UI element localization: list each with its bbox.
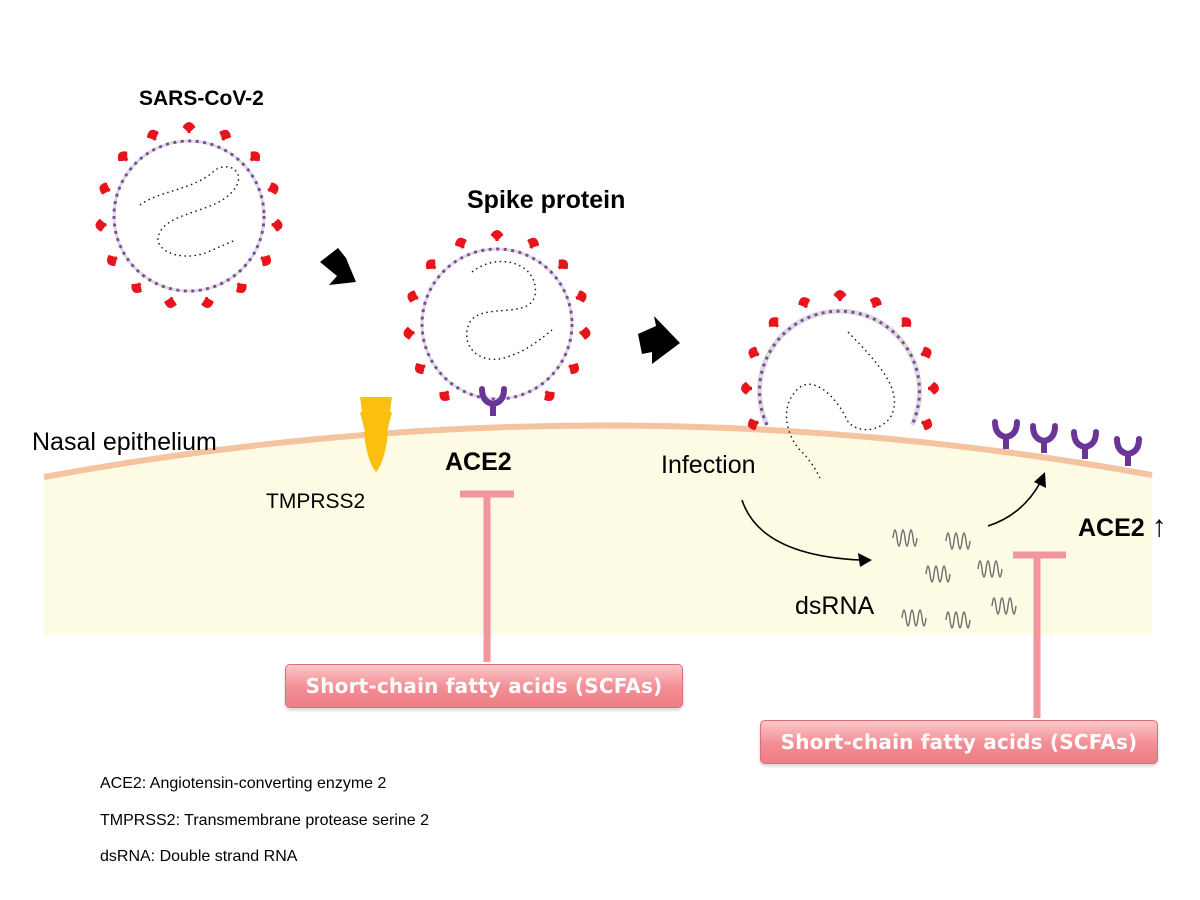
spike-protein (257, 251, 274, 269)
dsrna-label: dsRNA (795, 592, 875, 620)
spike-protein (270, 218, 284, 233)
spike-protein (128, 279, 146, 296)
spike-protein (144, 127, 162, 143)
spike-protein (524, 235, 542, 251)
infection-label: Infection (661, 451, 756, 479)
legend-entry-tmprss2: TMPRSS2: Transmembrane protease serine 2 (100, 812, 430, 829)
spike-protein (833, 290, 847, 301)
spike-protein (919, 415, 935, 433)
up-arrow-icon: ↑ (1151, 510, 1167, 543)
spike-protein (402, 326, 416, 341)
ace2-upregulated-label: ACE2 ↑ (1078, 512, 1167, 542)
nasal-epithelium-cell (44, 425, 1152, 635)
virus-label: SARS-CoV-2 (139, 87, 264, 110)
ace2-receptor-upregulated-2 (1033, 426, 1055, 453)
scfa-box-1: Short-chain fatty acids (SCFAs) (285, 664, 683, 708)
spike-protein (796, 294, 813, 311)
spike-protein (565, 359, 582, 377)
ace2-label: ACE2 (445, 448, 512, 476)
progression-arrow-2 (638, 316, 680, 364)
infection-arrow (741, 499, 861, 561)
viral-rna (139, 166, 240, 257)
spike-protein (740, 381, 753, 395)
spike-protein (405, 288, 421, 305)
sars-cov-2-virion (94, 122, 284, 310)
spike-protein (97, 180, 113, 197)
spike-protein (554, 256, 572, 274)
spike-protein (246, 148, 264, 166)
fusing-virion (740, 290, 940, 479)
nasal-epithelium-label: Nasal epithelium (32, 428, 217, 456)
spike-protein (216, 127, 234, 143)
spike-bound-virion (402, 230, 592, 404)
spike-protein (422, 256, 440, 274)
spike-protein (436, 387, 454, 404)
spike-protein (897, 314, 915, 332)
spike-protein (573, 288, 589, 305)
spike-protein (412, 359, 429, 377)
spike-protein (182, 122, 196, 133)
scfa-box-2: Short-chain fatty acids (SCFAs) (760, 720, 1158, 764)
ace2-receptor-upregulated-3 (1074, 432, 1096, 459)
spike-protein (104, 251, 121, 269)
spike-protein (578, 326, 592, 341)
scfa-inhibition-dsrna (1013, 551, 1066, 718)
tmprss2-protease (360, 397, 392, 472)
spike-protein (232, 279, 250, 296)
ace2-receptor-upregulated-1 (995, 422, 1017, 449)
progression-arrow-1 (320, 248, 356, 285)
spike-protein (199, 295, 215, 310)
legend-entry-ace2: ACE2: Angiotensin-converting enzyme 2 (100, 775, 387, 792)
spike-protein (163, 295, 179, 310)
tmprss2-label: TMPRSS2 (266, 490, 366, 513)
spike-protein (94, 218, 108, 233)
ace2-upregulated-text: ACE2 (1078, 514, 1145, 542)
spike-protein (114, 148, 132, 166)
spike-protein (918, 344, 934, 361)
ace2-receptor-upregulated-4 (1117, 439, 1139, 466)
spike-protein (867, 294, 884, 311)
upregulation-arrow (987, 482, 1041, 527)
spike-protein (746, 344, 762, 361)
scfa-inhibition-ace2 (460, 490, 514, 662)
spike-protein (765, 314, 783, 332)
spike-protein (452, 235, 470, 251)
spike-protein (490, 230, 504, 241)
cell-membrane (43, 422, 1153, 480)
spike-protein-label: Spike protein (467, 186, 626, 214)
spike-protein (927, 381, 940, 395)
spike-protein (265, 180, 281, 197)
spike-protein (540, 387, 558, 404)
legend-entry-dsrna: dsRNA: Double strand RNA (100, 848, 298, 865)
